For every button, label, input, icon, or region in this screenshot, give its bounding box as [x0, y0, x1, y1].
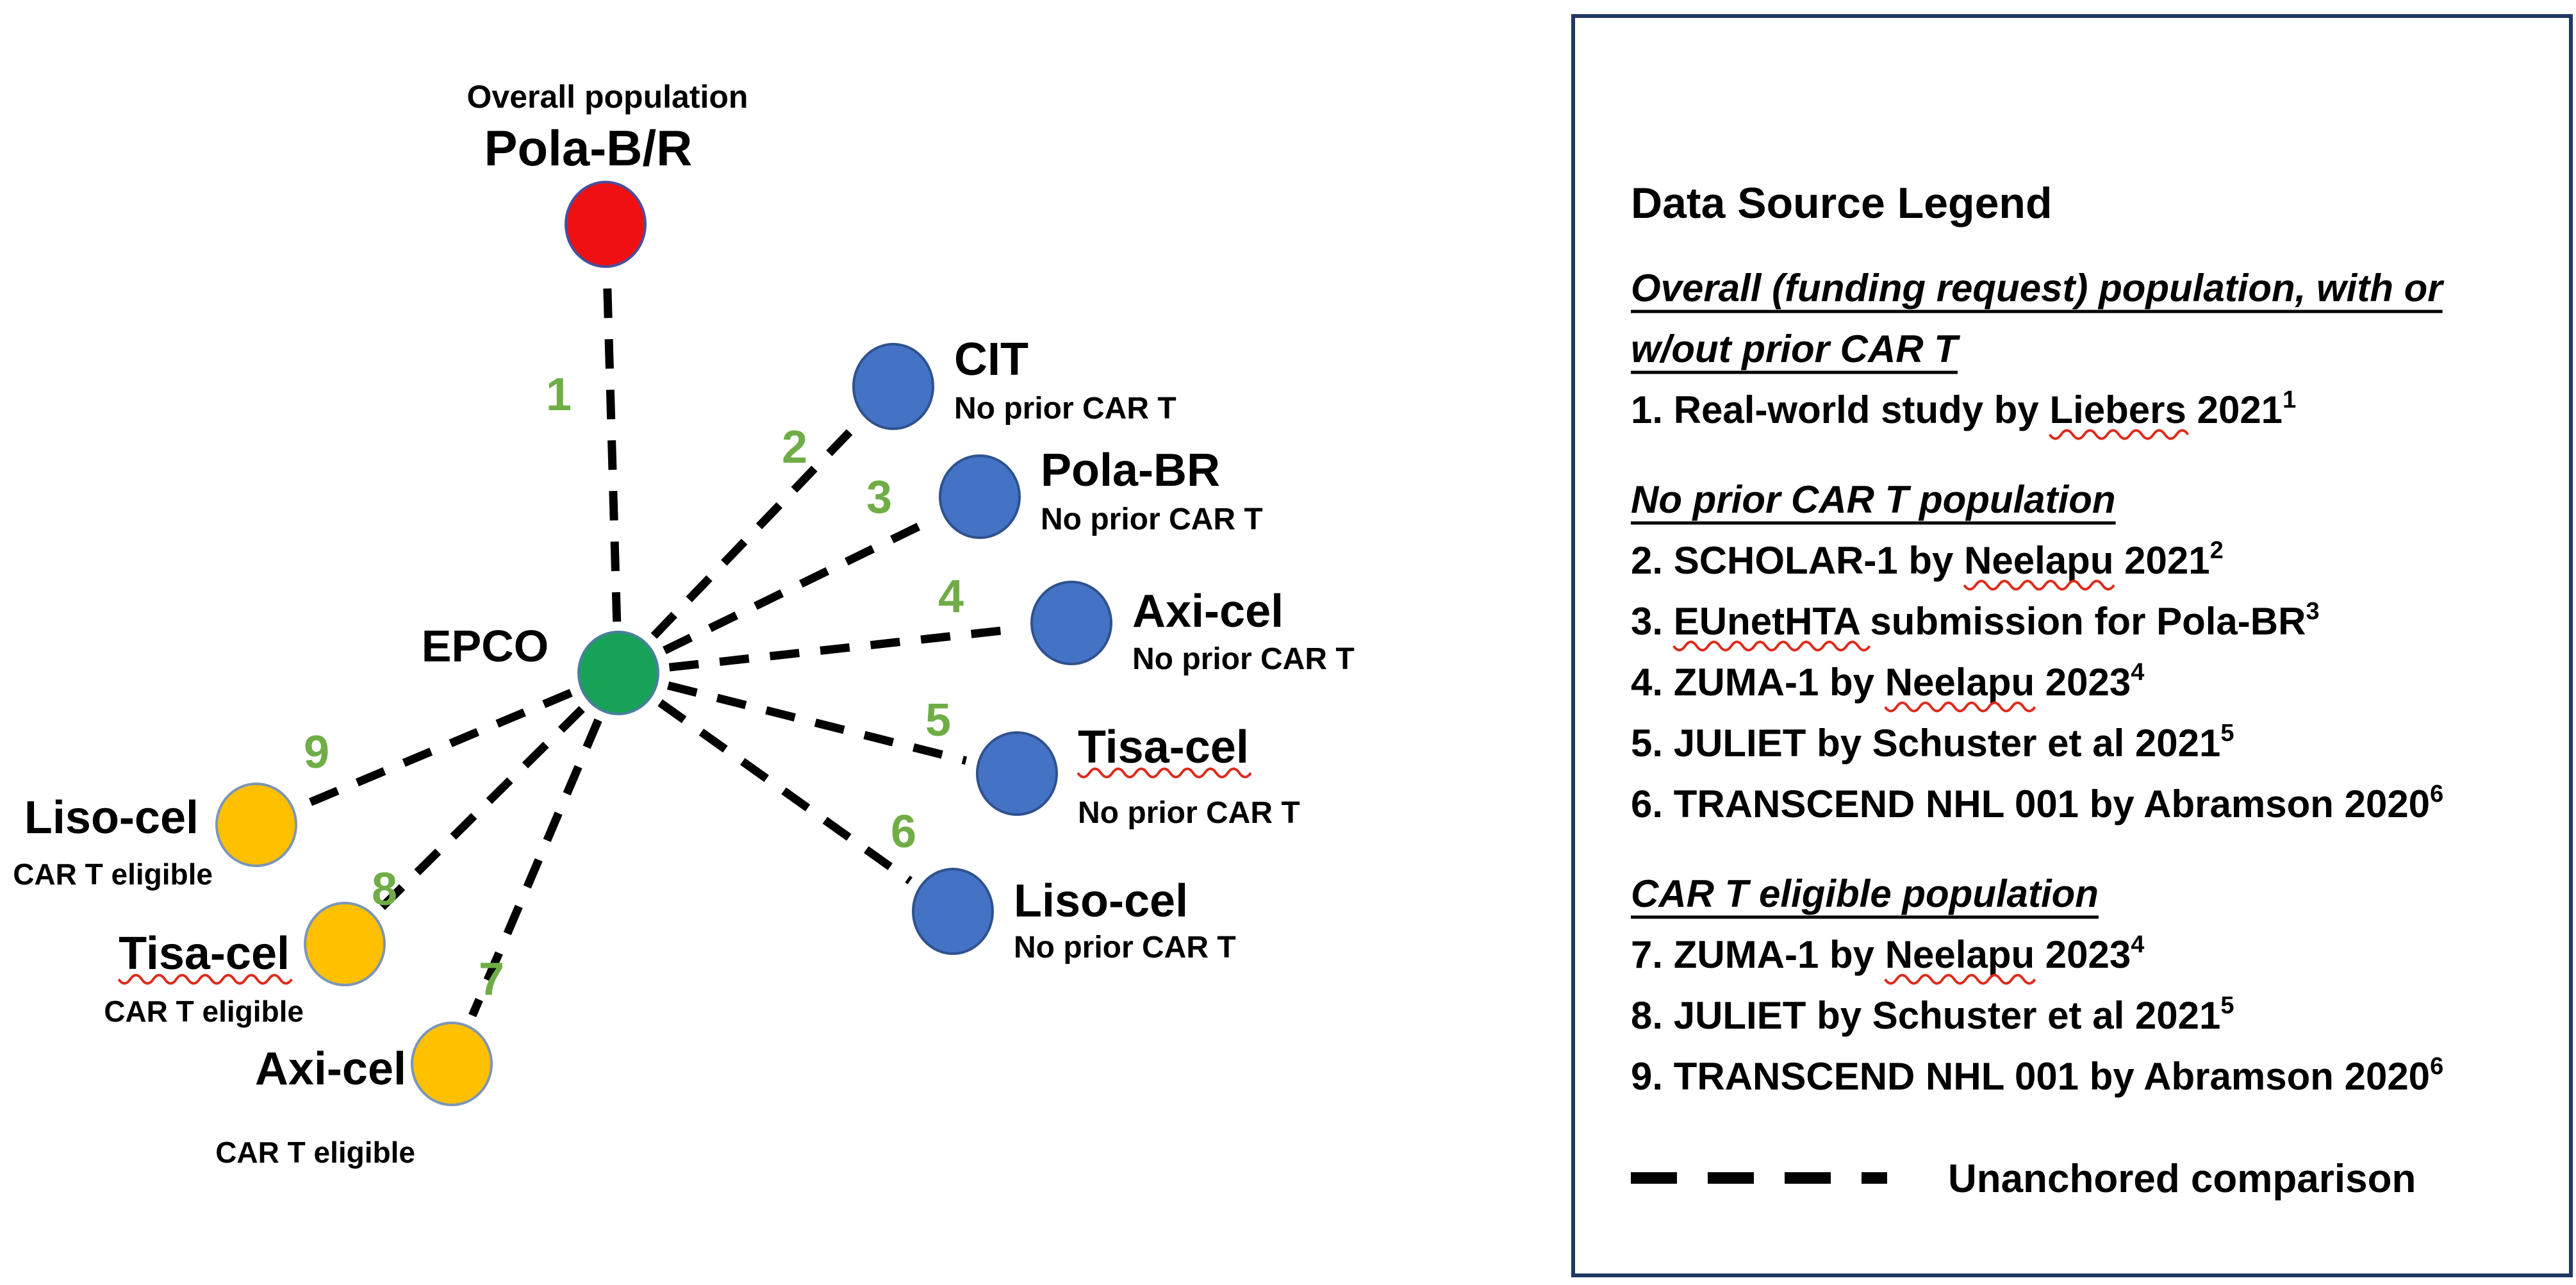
label-tisa_nc-subtitle: No prior CAR T	[1078, 796, 1300, 830]
node-axi_nc	[1030, 581, 1112, 665]
legend-item-text: 4. ZUMA-1 by	[1631, 661, 1885, 704]
legend-item-text: 2. SCHOLAR-1 by	[1631, 539, 1964, 582]
edge-number-2: 2	[782, 422, 807, 473]
node-pola_overall	[565, 181, 647, 268]
label-pola_overall-subtitle: Overall population	[467, 79, 748, 115]
legend-item: 7. ZUMA-1 by Neelapu 20234	[1631, 931, 2144, 976]
edge-7-dashed-line	[468, 718, 602, 1018]
node-tisa_el	[304, 902, 386, 986]
legend-item-superscript: 6	[2430, 1053, 2443, 1080]
legend-box	[1571, 14, 2573, 1277]
legend-item: 3. EUnetHTA submission for Pola-BR3	[1631, 598, 2320, 643]
edge-1-dashed-line	[602, 276, 622, 622]
legend-item-text: submission for Pola-BR	[1860, 600, 2306, 643]
edge-number-9: 9	[304, 727, 329, 778]
label-liso_nc-title: Liso-cel	[1014, 875, 1188, 927]
label-liso_el-title: Liso-cel	[24, 792, 199, 843]
legend-item-text: Neelapu	[1964, 539, 2113, 582]
legend-item-superscript: 5	[2220, 720, 2234, 747]
legend-key-label: Unanchored comparison	[1948, 1157, 2416, 1201]
label-pola_br-subtitle: No prior CAR T	[1041, 502, 1263, 536]
squiggle-tisa_nc	[1077, 767, 1252, 779]
label-axi_el-title: Axi-cel	[255, 1043, 406, 1095]
edge-number-1: 1	[546, 369, 572, 420]
legend-spellcheck-squiggle	[1963, 579, 2115, 591]
legend-item-text: 5. JULIET by Schuster et al 2021	[1631, 722, 2220, 765]
legend-item-superscript: 5	[2220, 992, 2234, 1019]
legend-item-superscript: 6	[2430, 781, 2443, 808]
legend-item-text: 2023	[2035, 933, 2131, 976]
legend-item-superscript: 2	[2210, 537, 2224, 564]
edge-8-dashed-line	[379, 706, 585, 910]
legend-section-heading: Overall (funding request) population, wi…	[1631, 267, 2445, 310]
legend-item-text: 9. TRANSCEND NHL 001 by Abramson 2020	[1631, 1055, 2430, 1098]
node-cit	[852, 343, 934, 430]
legend-item-superscript: 1	[2283, 386, 2296, 413]
legend-item-text: Liebers	[2049, 388, 2186, 431]
label-pola_br-title: Pola-BR	[1041, 445, 1220, 496]
legend-item: 6. TRANSCEND NHL 001 by Abramson 20206	[1631, 781, 2443, 825]
label-tisa_el-title: Tisa-cel	[119, 928, 290, 979]
node-liso_el	[215, 783, 297, 867]
legend-item: 1. Real-world study by Liebers 20211	[1631, 386, 2296, 431]
legend-item-text: 1. Real-world study by	[1631, 388, 2049, 431]
squiggle-tisa_el	[117, 974, 293, 985]
edge-number-3: 3	[866, 472, 892, 523]
legend-item-text: 2021	[2114, 539, 2210, 582]
legend-item-text: 8. JULIET by Schuster et al 2021	[1631, 994, 2220, 1037]
edge-6-dashed-line	[657, 699, 912, 884]
legend-item: 5. JULIET by Schuster et al 20215	[1631, 720, 2234, 765]
node-epco	[577, 631, 659, 715]
label-tisa_el-subtitle: CAR T eligible	[104, 995, 304, 1028]
legend-item-superscript: 3	[2306, 598, 2319, 625]
label-cit-title: CIT	[954, 334, 1028, 385]
edge-5-dashed-line	[667, 681, 968, 765]
legend-section-heading: CAR T eligible population	[1631, 872, 2099, 915]
legend-item: 2. SCHOLAR-1 by Neelapu 20212	[1631, 537, 2224, 582]
edge-number-6: 6	[891, 806, 916, 858]
legend-item-text: 7. ZUMA-1 by	[1631, 933, 1885, 976]
legend-section-heading: w/out prior CAR T	[1631, 327, 1960, 370]
edge-number-7: 7	[479, 954, 504, 1005]
label-axi_nc-title: Axi-cel	[1132, 586, 1284, 637]
legend-item-superscript: 4	[2131, 659, 2144, 686]
legend-title: Data Source Legend	[1631, 179, 2052, 228]
legend-item-text: Neelapu	[1885, 933, 2035, 976]
node-tisa_nc	[976, 731, 1058, 816]
legend-spellcheck-squiggle	[1672, 640, 1871, 652]
legend-item-text: EUnetHTA	[1674, 600, 1860, 643]
legend-spellcheck-squiggle	[1884, 974, 2036, 985]
node-pola_br	[939, 454, 1021, 539]
legend-item: 8. JULIET by Schuster et al 20215	[1631, 992, 2234, 1037]
label-pola_overall-title: Pola-B/R	[484, 120, 692, 176]
label-axi_el-subtitle: CAR T eligible	[215, 1136, 415, 1169]
edge-9-dashed-line	[303, 688, 573, 809]
legend-item-superscript: 4	[2131, 931, 2144, 958]
label-tisa_nc-title: Tisa-cel	[1078, 722, 1249, 773]
edge-number-8: 8	[372, 864, 397, 915]
legend-item-text: 2023	[2035, 661, 2131, 704]
edge-4-dashed-line	[668, 624, 1020, 672]
legend-item-text: 3.	[1631, 600, 1674, 643]
label-liso_el-subtitle: CAR T eligible	[13, 858, 213, 891]
legend-section-heading: No prior CAR T population	[1631, 478, 2116, 521]
label-cit-subtitle: No prior CAR T	[954, 392, 1177, 426]
edge-number-5: 5	[925, 695, 951, 746]
label-axi_nc-subtitle: No prior CAR T	[1132, 642, 1355, 676]
legend-item: 4. ZUMA-1 by Neelapu 20234	[1631, 659, 2144, 704]
node-axi_el	[411, 1022, 493, 1106]
legend-spellcheck-squiggle	[2048, 429, 2190, 440]
label-liso_nc-subtitle: No prior CAR T	[1014, 931, 1236, 965]
legend-item-text: Neelapu	[1885, 661, 2035, 704]
edge-number-4: 4	[938, 571, 964, 622]
legend-item: 9. TRANSCEND NHL 001 by Abramson 20206	[1631, 1053, 2443, 1098]
legend-item-text: 6. TRANSCEND NHL 001 by Abramson 2020	[1631, 783, 2430, 825]
label-epco-title: EPCO	[422, 621, 549, 671]
legend-spellcheck-squiggle	[1884, 701, 2036, 713]
legend-item-text: 2021	[2186, 388, 2283, 431]
node-liso_nc	[912, 868, 994, 955]
